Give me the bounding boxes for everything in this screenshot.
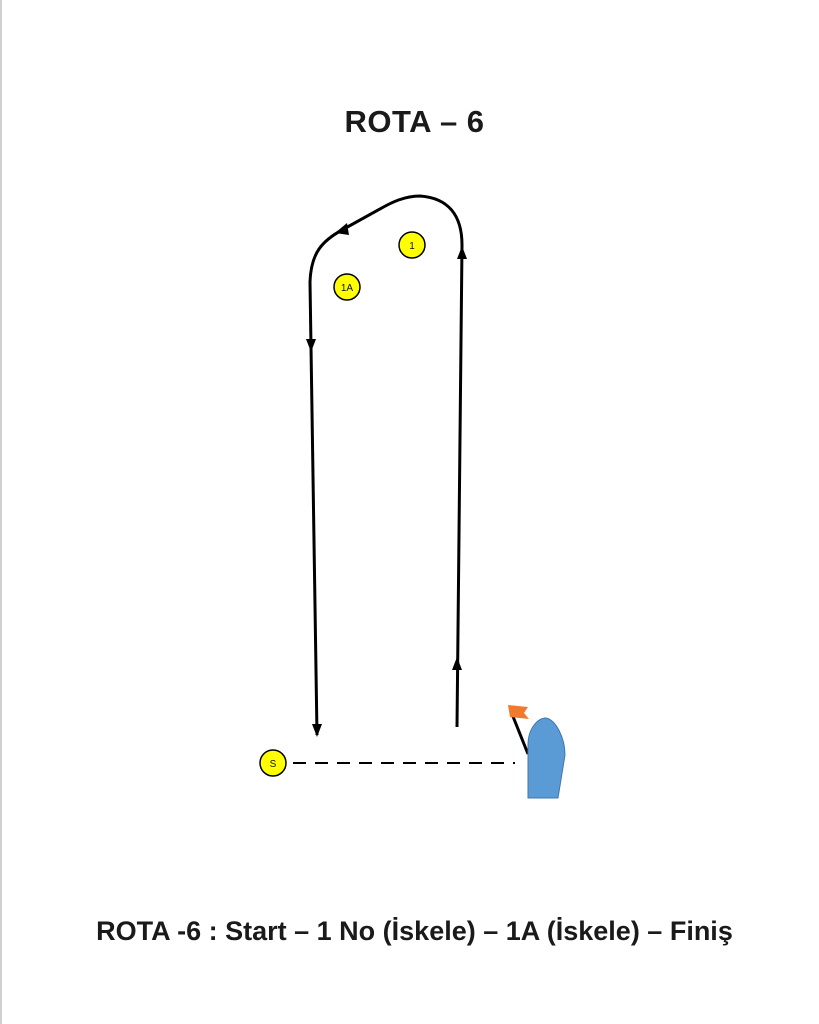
mark-start: S (259, 749, 287, 777)
committee-boat-icon (508, 705, 566, 799)
page-title: ROTA – 6 (344, 104, 485, 139)
mark-start-label: S (270, 759, 277, 770)
arrow-up-upper-icon (457, 246, 467, 259)
page-border (0, 0, 2, 1024)
mark-1: 1 (398, 231, 426, 259)
boat-hull (527, 717, 566, 799)
mark-1-label: 1 (409, 241, 415, 252)
arrow-down-end-icon (312, 724, 322, 737)
course-path (308, 194, 464, 736)
arrow-down-mid-icon (306, 339, 316, 352)
mark-1a: 1A (333, 273, 361, 301)
arrow-up-lower-icon (452, 657, 462, 670)
flag-pole (510, 713, 530, 755)
orange-flag-icon (508, 705, 529, 719)
course-caption: ROTA -6 : Start – 1 No (İskele) – 1A (İs… (96, 916, 733, 946)
arrow-left-top-icon (335, 223, 349, 235)
mark-1a-label: 1A (341, 283, 354, 294)
